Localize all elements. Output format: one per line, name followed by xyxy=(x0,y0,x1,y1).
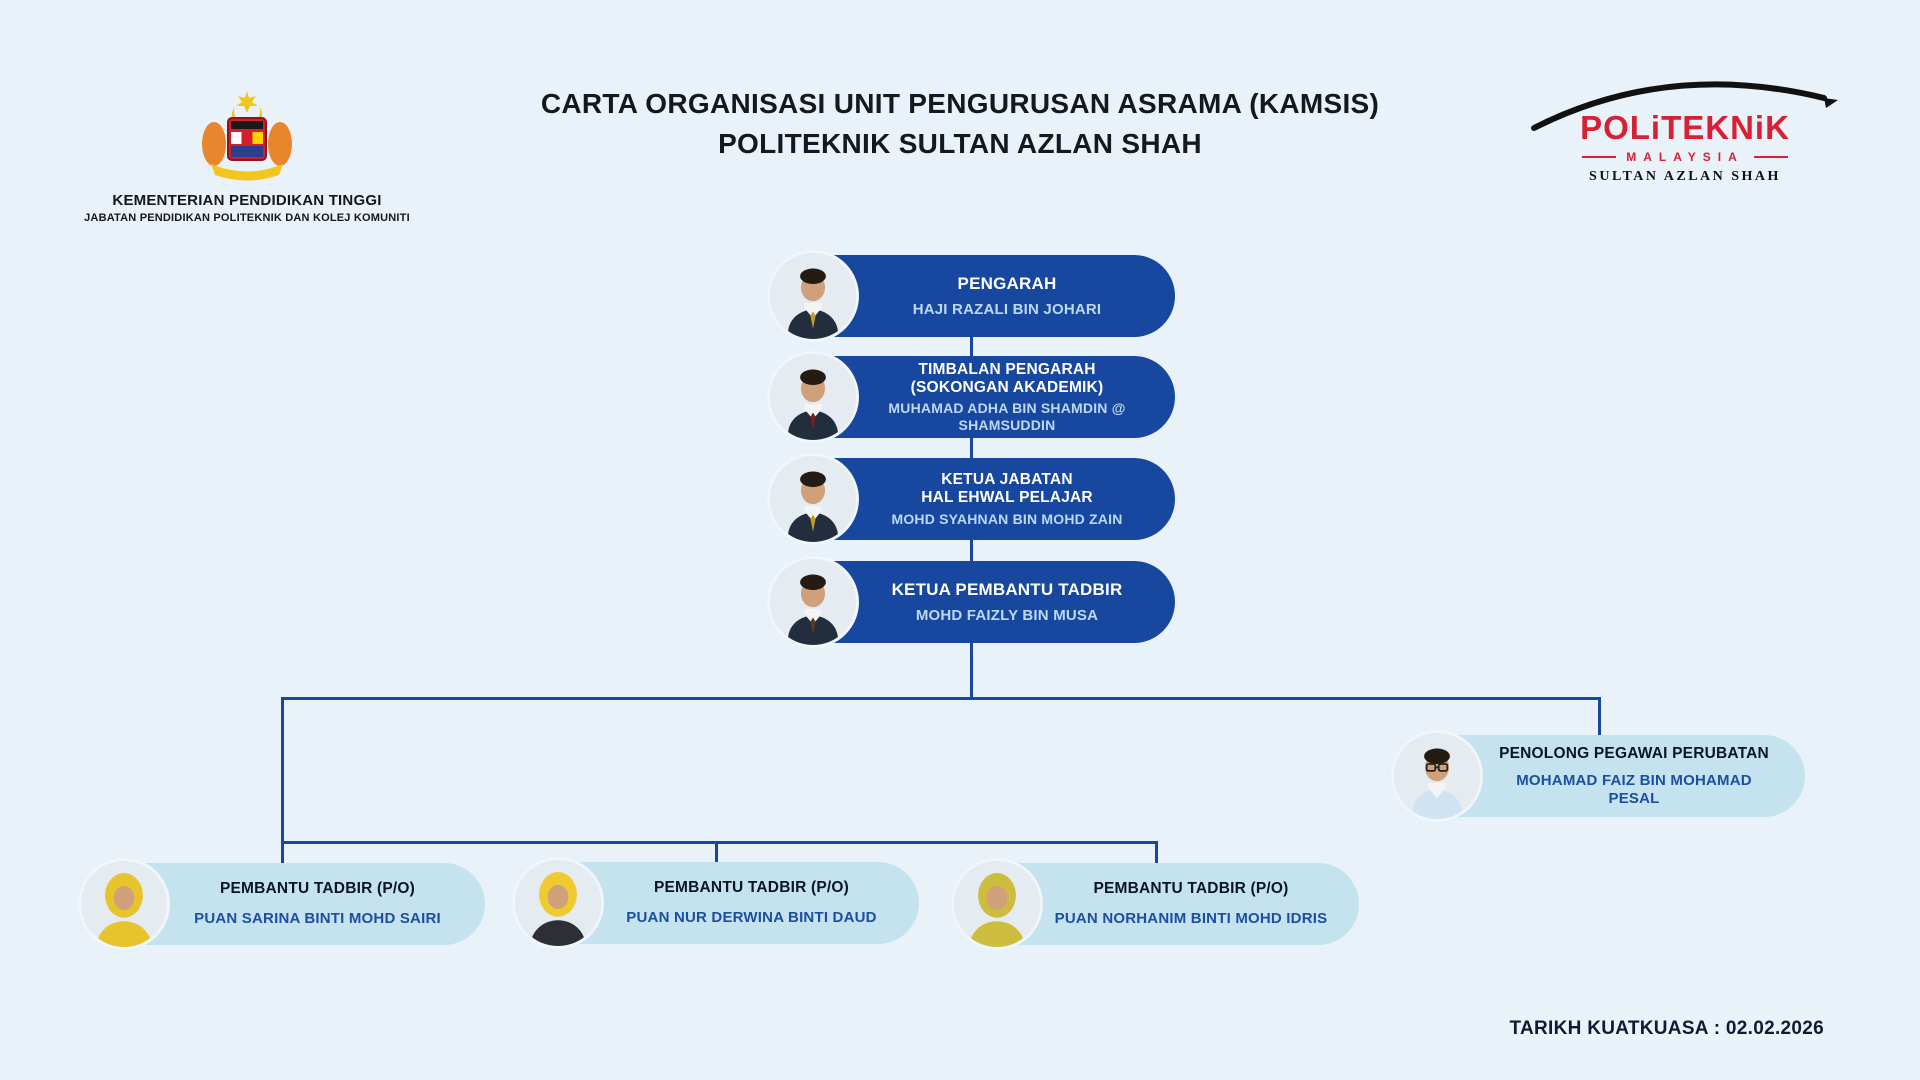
avatar-photo xyxy=(767,250,859,342)
malaysia-label: MALAYSIA xyxy=(1520,150,1850,164)
position-title: KETUA PEMBANTU TADBIR xyxy=(891,579,1123,599)
campus-name: SULTAN AZLAN SHAH xyxy=(1589,169,1781,184)
person-name: MOHD SYAHNAN BIN MOHD ZAIN xyxy=(891,510,1123,527)
org-box-pembantu-tadbir-2: PEMBANTU TADBIR (P/O) PUAN NUR DERWINA B… xyxy=(512,857,919,949)
position-title: TIMBALAN PENGARAH (SOKONGAN AKADEMIK) xyxy=(910,360,1104,396)
connector-horizontal-lower xyxy=(281,841,1158,844)
avatar-photo xyxy=(951,858,1043,950)
person-name: PUAN NUR DERWINA BINTI DAUD xyxy=(626,909,877,927)
avatar-photo xyxy=(767,556,859,648)
avatar-photo xyxy=(1391,730,1483,822)
person-name: MOHD FAIZLY BIN MUSA xyxy=(915,606,1099,624)
connector-horizontal-upper xyxy=(281,697,1601,700)
ministry-name: KEMENTERIAN PENDIDIKAN TINGGI xyxy=(112,192,382,209)
ministry-logo-block: KEMENTERIAN PENDIDIKAN TINGGI JABATAN PE… xyxy=(67,90,427,224)
position-title: PEMBANTU TADBIR (P/O) xyxy=(1093,880,1289,898)
politeknik-logo-block: POLiTEKNiK MALAYSIA SULTAN AZLAN SHAH xyxy=(1520,81,1850,185)
org-box-pembantu-tadbir-3: PEMBANTU TADBIR (P/O) PUAN NORHANIM BINT… xyxy=(951,858,1359,950)
position-title: PENOLONG PEGAWAI PERUBATAN xyxy=(1499,744,1769,762)
person-name: HAJI RAZALI BIN JOHARI xyxy=(912,300,1102,318)
position-title: PEMBANTU TADBIR (P/O) xyxy=(653,879,850,897)
connector-medical-drop xyxy=(1598,697,1601,739)
org-box-pembantu-tadbir-1: PEMBANTU TADBIR (P/O) PUAN SARINA BINTI … xyxy=(78,858,485,950)
person-name: PUAN NORHANIM BINTI MOHD IDRIS xyxy=(1054,910,1328,928)
position-title: PENGARAH xyxy=(957,273,1057,293)
department-name: JABATAN PENDIDIKAN POLITEKNIK DAN KOLEJ … xyxy=(84,212,410,224)
org-box-penolong-pegawai-perubatan: PENOLONG PEGAWAI PERUBATAN MOHAMAD FAIZ … xyxy=(1391,730,1805,822)
connector-left-vertical xyxy=(281,697,284,844)
avatar-photo xyxy=(512,857,604,949)
page-title-line2: POLITEKNIK SULTAN AZLAN SHAH xyxy=(718,128,1202,159)
connector-drop-staff2 xyxy=(715,841,718,867)
connector-drop-staff1 xyxy=(281,841,284,867)
page-title-line1: CARTA ORGANISASI UNIT PENGURUSAN ASRAMA … xyxy=(540,88,1380,119)
avatar-photo xyxy=(78,858,170,950)
position-title: KETUA JABATAN HAL EHWAL PELAJAR xyxy=(921,470,1093,507)
malaysia-coat-of-arms-icon xyxy=(202,91,292,181)
person-name: MUHAMAD ADHA BIN SHAMDIN @ SHAMSUDDIN xyxy=(888,400,1126,433)
politeknik-wordmark: POLiTEKNiK xyxy=(1580,109,1790,146)
connector-drop-staff3 xyxy=(1155,841,1158,867)
position-title: PEMBANTU TADBIR (P/O) xyxy=(219,880,416,898)
org-box-ketua-jabatan-hep: KETUA JABATAN HAL EHWAL PELAJAR MOHD SYA… xyxy=(767,453,1175,545)
avatar-photo xyxy=(767,351,859,443)
avatar-photo xyxy=(767,453,859,545)
org-box-ketua-pembantu-tadbir: KETUA PEMBANTU TADBIR MOHD FAIZLY BIN MU… xyxy=(767,556,1175,648)
person-name: MOHAMAD FAIZ BIN MOHAMAD PESAL xyxy=(1516,771,1752,807)
effective-date: TARIKH KUATKUASA : 02.02.2026 xyxy=(1509,1018,1824,1039)
org-box-timbalan-pengarah: TIMBALAN PENGARAH (SOKONGAN AKADEMIK) MU… xyxy=(767,351,1175,443)
person-name: PUAN SARINA BINTI MOHD SAIRI xyxy=(194,910,441,928)
page-title: CARTA ORGANISASI UNIT PENGURUSAN ASRAMA … xyxy=(0,84,1920,164)
org-box-pengarah: PENGARAH HAJI RAZALI BIN JOHARI xyxy=(767,250,1175,342)
